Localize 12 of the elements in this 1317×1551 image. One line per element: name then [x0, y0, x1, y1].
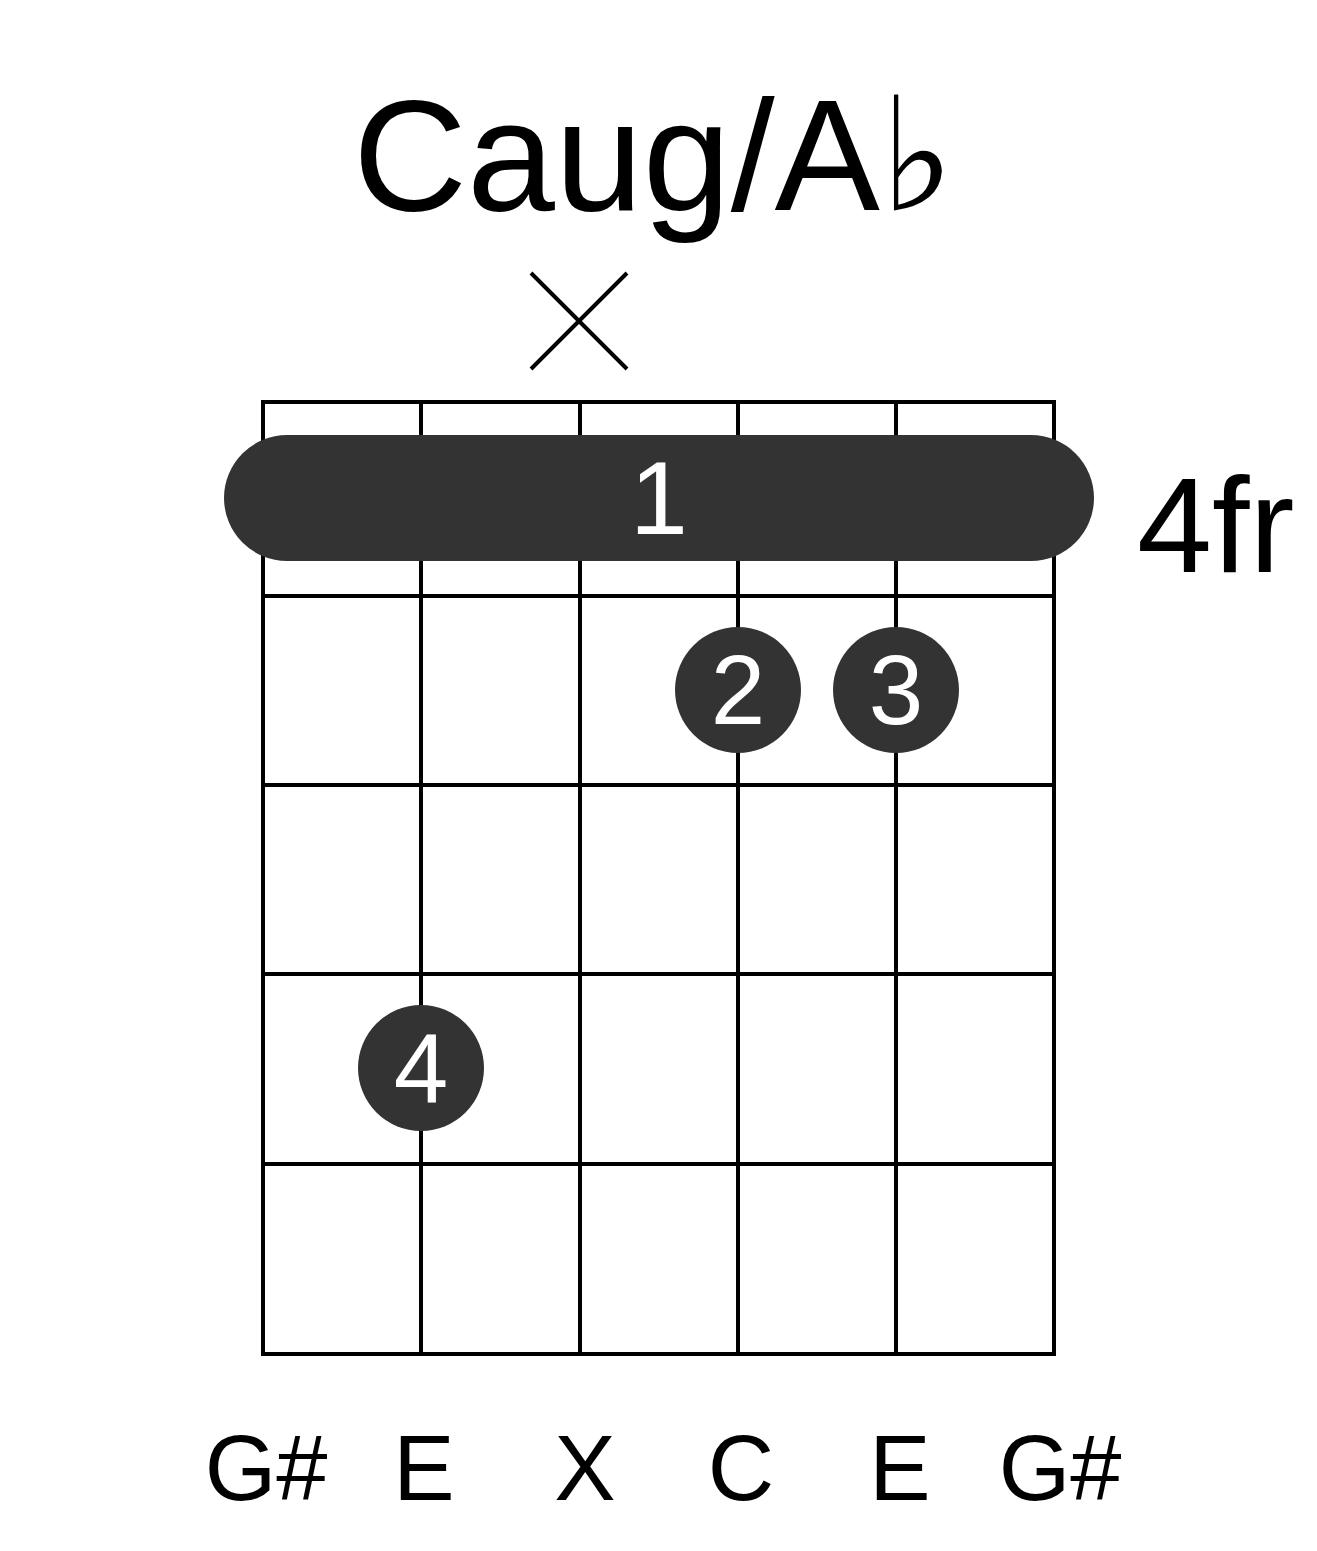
note-name-label: C	[707, 1416, 775, 1521]
finger-number: 4	[393, 1019, 449, 1117]
note-name-label: G#	[998, 1416, 1122, 1521]
note-name-label: E	[393, 1416, 455, 1521]
note-name-label: G#	[204, 1416, 328, 1521]
finger-number: 1	[630, 446, 688, 550]
fret-number-label: 4fr	[1137, 449, 1295, 603]
finger-number: 3	[868, 641, 924, 739]
chord-title: Caug/A♭	[353, 66, 955, 245]
note-name-label: X	[554, 1416, 616, 1521]
finger-number: 2	[710, 641, 766, 739]
note-name-label: E	[869, 1416, 931, 1521]
